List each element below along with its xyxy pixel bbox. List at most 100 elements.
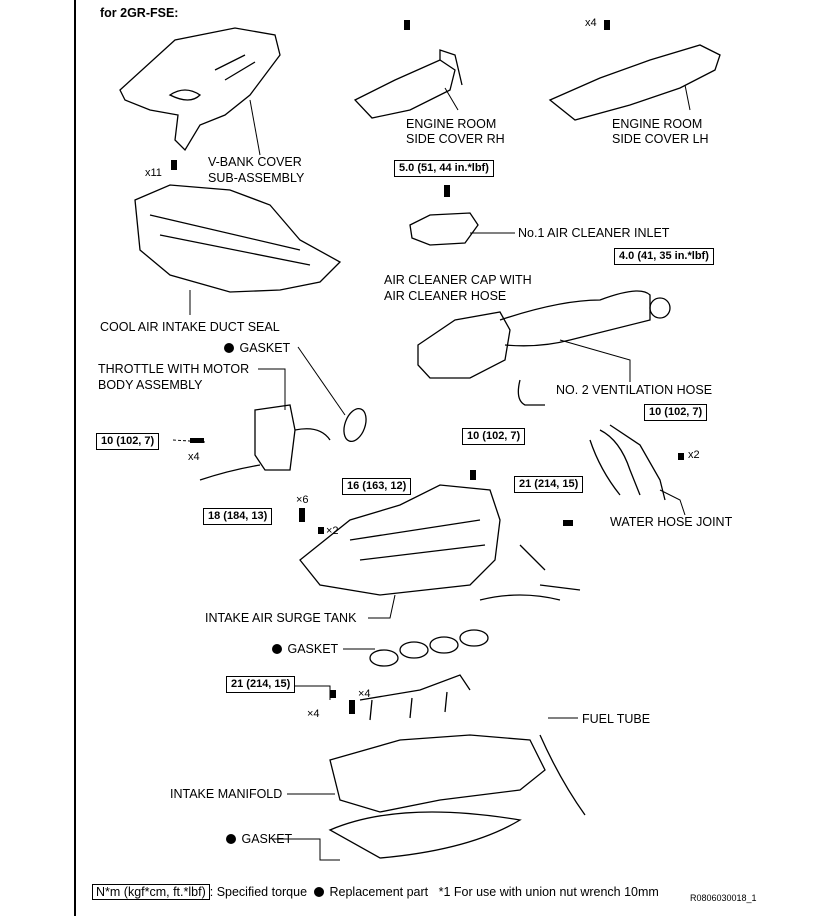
stud-surge	[318, 527, 324, 534]
label-side-cover-rh-2: SIDE COVER RH	[406, 132, 505, 146]
bolt-inlet	[444, 185, 450, 197]
leader-vent-hose	[559, 339, 631, 382]
label-throttle-1: THROTTLE WITH MOTOR	[98, 362, 250, 376]
torque-water-hose: 10 (102, 7)	[644, 404, 708, 421]
gasket-bottom-shape	[328, 811, 522, 859]
legend-replacement: Replacement part	[329, 885, 429, 899]
torque-surge-bracket: 21 (214, 15)	[514, 476, 584, 493]
drawing-code: R0806030018_1	[690, 893, 757, 903]
legend-torque-box: N*m (kgf*cm, ft.*lbf)	[92, 884, 210, 900]
leader-rh-cover	[444, 87, 459, 111]
bolt-water-hose	[678, 453, 684, 460]
bolt-surge	[299, 508, 305, 522]
rh-side-cover-tab	[439, 49, 463, 86]
gasket-mid-text: GASKET	[287, 642, 339, 656]
gasket-mid-shape	[369, 629, 489, 667]
air-cleaner-inlet-shape	[409, 212, 479, 246]
qty-manifold-nut: ×4	[307, 708, 320, 720]
water-hose-joint-shape	[589, 424, 666, 501]
leader-throttle	[258, 368, 286, 410]
bolt-lh-cover	[604, 20, 610, 30]
leader-vbank	[249, 99, 261, 156]
hose-clamp-shape	[649, 297, 671, 319]
torque-surge-stud: 16 (163, 12)	[342, 478, 412, 495]
label-gasket-top: GASKET	[224, 341, 290, 355]
bolt-bracket	[563, 520, 573, 526]
torque-surge-bolt: 18 (184, 13)	[203, 508, 273, 525]
qty-throttle: x4	[188, 451, 200, 463]
label-air-cleaner-cap-1: AIR CLEANER CAP WITH	[384, 273, 532, 287]
bolt-surge-top	[470, 470, 476, 480]
surge-tank-detail	[349, 519, 486, 561]
page-border-line	[74, 0, 76, 916]
label-throttle-2: BODY ASSEMBLY	[98, 378, 203, 392]
torque-surge-top: 10 (102, 7)	[462, 428, 526, 445]
leader-lh-cover	[684, 84, 691, 111]
throttle-body-shape	[254, 404, 296, 471]
gasket-top-text: GASKET	[239, 341, 291, 355]
leader-gasket-bottom	[272, 838, 340, 861]
qty-water-hose: x2	[688, 449, 700, 461]
label-surge-tank: INTAKE AIR SURGE TANK	[205, 611, 357, 625]
duct-seal-shape	[134, 184, 342, 293]
vbank-cover-detail	[168, 54, 256, 101]
throttle-hoses	[199, 428, 331, 481]
duct-seal-detail	[149, 214, 311, 266]
label-fuel-tube: FUEL TUBE	[582, 712, 651, 726]
replacement-dot-icon	[224, 343, 234, 353]
replacement-dot-icon	[272, 644, 282, 654]
label-air-cleaner-inlet: No.1 AIR CLEANER INLET	[518, 226, 670, 240]
bolt-manifold	[349, 700, 355, 714]
gasket-bottom-text: GASKET	[241, 832, 293, 846]
torque-hose-clamp: 4.0 (41, 35 in.*lbf)	[614, 248, 714, 265]
legend-replacement-dot-icon	[314, 887, 324, 897]
rh-side-cover-shape	[353, 59, 456, 119]
label-vbank-cover-2: SUB-ASSEMBLY	[208, 171, 305, 185]
label-gasket-mid: GASKET	[272, 642, 338, 656]
legend: N*m (kgf*cm, ft.*lbf): Specified torque …	[92, 884, 659, 900]
torque-manifold: 21 (214, 15)	[226, 676, 296, 693]
label-water-hose-joint: WATER HOSE JOINT	[610, 515, 733, 529]
lh-side-cover-shape	[548, 44, 721, 121]
bolt-throttle	[190, 438, 204, 443]
label-gasket-bottom: GASKET	[226, 832, 292, 846]
intake-manifold-shape	[329, 734, 546, 813]
surge-tank-shape	[299, 484, 501, 596]
vbank-cover-shape	[119, 27, 281, 152]
air-cleaner-hose-shape	[499, 290, 651, 347]
label-intake-manifold: INTAKE MANIFOLD	[170, 787, 283, 801]
fuel-tube-shape	[539, 734, 586, 816]
qty-lh-cover: x4	[585, 17, 597, 29]
torque-throttle: 10 (102, 7)	[96, 433, 160, 450]
leader-water-hose	[659, 489, 686, 516]
label-vbank-cover-1: V-BANK COVER	[208, 155, 302, 169]
surge-hoses	[479, 544, 581, 601]
fuel-rail-shape	[359, 674, 471, 721]
qty-surge-stud: ×2	[326, 525, 339, 537]
bolt-duct-seal	[171, 160, 177, 170]
legend-note: *1 For use with union nut wrench 10mm	[438, 885, 659, 899]
leader-surge-tank	[368, 594, 396, 619]
qty-manifold-bolt: ×4	[358, 688, 371, 700]
label-cool-air-duct-seal: COOL AIR INTAKE DUCT SEAL	[100, 320, 280, 334]
qty-duct-seal: x11	[145, 167, 162, 179]
bolts	[171, 20, 684, 714]
header-title: for 2GR-FSE:	[100, 6, 179, 20]
leader-gasket-top	[297, 346, 346, 416]
label-ventilation-hose: NO. 2 VENTILATION HOSE	[556, 383, 713, 397]
air-cleaner-cap-shape	[417, 311, 511, 379]
gasket-top-shape	[343, 408, 367, 442]
label-side-cover-rh-1: ENGINE ROOM	[406, 117, 497, 131]
nut-manifold	[330, 690, 336, 698]
replacement-dot-icon	[226, 834, 236, 844]
torque-inlet: 5.0 (51, 44 in.*lbf)	[394, 160, 494, 177]
label-side-cover-lh-2: SIDE COVER LH	[612, 132, 709, 146]
bolt-rh-cover	[404, 20, 410, 30]
sensor-wire	[517, 379, 545, 406]
legend-torque-text: : Specified torque	[209, 885, 308, 899]
qty-surge-bolt: ×6	[296, 494, 309, 506]
label-air-cleaner-cap-2: AIR CLEANER HOSE	[384, 289, 507, 303]
label-side-cover-lh-1: ENGINE ROOM	[612, 117, 703, 131]
